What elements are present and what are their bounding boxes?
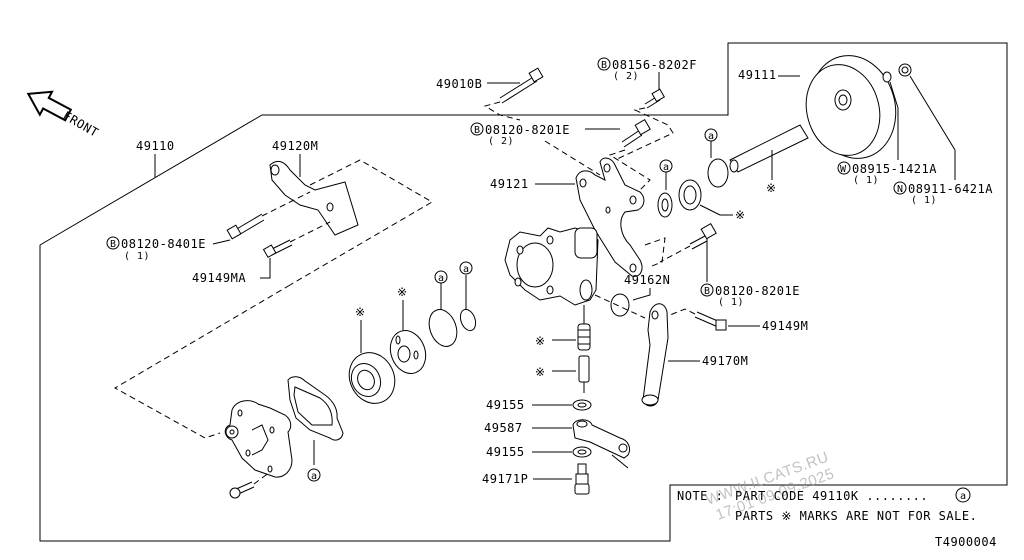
- washer-icon: [882, 71, 892, 83]
- part-label-08120-8401E[interactable]: 08120-8401E: [121, 237, 206, 251]
- not-for-sale-marker: ※: [535, 365, 546, 379]
- washer-49155: [572, 399, 592, 411]
- b-prefix-icon: [700, 283, 714, 297]
- part-label-49110[interactable]: 49110: [136, 139, 175, 153]
- seal-kit-item: a: [657, 159, 673, 218]
- part-label-08911-6421A[interactable]: 08911-6421A: [908, 182, 993, 196]
- pipe-49170M: [641, 303, 669, 407]
- part-label-49162N[interactable]: 49162N: [624, 273, 670, 287]
- bolt-49010B-icon: [499, 67, 544, 104]
- bearing: ※: [678, 179, 746, 222]
- o-ring-49162N: [610, 293, 630, 317]
- front-arrow-icon: [26, 90, 73, 122]
- part-label-49149MA[interactable]: 49149MA: [192, 271, 246, 285]
- svg-text:B: B: [474, 125, 481, 136]
- kit-marker-icon: [955, 487, 971, 503]
- note-line-2: PARTS ※ MARKS ARE NOT FOR SALE.: [735, 509, 977, 523]
- bolt-08120-8401E-icon: [226, 213, 265, 240]
- svg-text:B: B: [704, 286, 711, 297]
- not-for-sale-marker: ※: [355, 305, 366, 319]
- svg-text:a: a: [463, 264, 470, 275]
- part-label-49111[interactable]: 49111: [738, 68, 777, 82]
- qty-label: ( 1): [718, 297, 744, 308]
- banjo-fitting-49587: [572, 419, 631, 469]
- rear-cover: [224, 400, 293, 478]
- spring: [577, 305, 591, 351]
- part-label-08120-8201E-lower[interactable]: 08120-8201E: [715, 284, 800, 298]
- part-label-49010B[interactable]: 49010B: [436, 77, 482, 91]
- shaft: ※: [729, 124, 809, 195]
- nut-icon: [898, 63, 912, 77]
- connector-49171P: [574, 463, 590, 495]
- qty-label: ( 1): [124, 251, 150, 262]
- part-label-49120M[interactable]: 49120M: [272, 139, 318, 153]
- part-label-08156-8202F[interactable]: 08156-8202F: [612, 58, 697, 72]
- washer-49155: [572, 446, 592, 458]
- qty-label: ( 2): [488, 136, 514, 147]
- bracket-49120M: [269, 160, 359, 236]
- pulley-49111: [805, 55, 897, 159]
- dashed-group-outline: [113, 284, 291, 439]
- b-prefix-icon: [470, 122, 484, 136]
- b-prefix-icon: [597, 57, 611, 71]
- o-ring-kit-item-large: a: [428, 270, 458, 347]
- bolt-08120-8201E-icon: [621, 118, 651, 148]
- svg-text:N: N: [897, 184, 904, 195]
- bolt-49149M-icon: [694, 311, 727, 331]
- bolt-08120-8201E-lower-icon: [689, 222, 717, 250]
- circlip-kit-item: a: [704, 128, 729, 188]
- svg-text:a: a: [311, 471, 318, 482]
- bolt-rear-cover-icon: [229, 481, 255, 499]
- not-for-sale-marker: ※: [397, 285, 408, 299]
- part-label-49155-upper[interactable]: 49155: [486, 398, 525, 412]
- part-label-08915-1421A[interactable]: 08915-1421A: [852, 162, 937, 176]
- part-label-49155-lower[interactable]: 49155: [486, 445, 525, 459]
- svg-text:B: B: [601, 60, 608, 71]
- svg-text:a: a: [438, 273, 445, 284]
- bolt-49149MA-icon: [262, 239, 293, 259]
- cam-ring: ※: [348, 305, 396, 404]
- not-for-sale-marker: ※: [735, 208, 746, 222]
- pump-body: [504, 227, 599, 306]
- part-label-49121[interactable]: 49121: [490, 177, 529, 191]
- gasket-kit-item: a: [287, 376, 344, 482]
- qty-label: ( 1): [911, 195, 937, 206]
- svg-text:W: W: [840, 164, 847, 175]
- dashed-group-outline: [289, 159, 433, 286]
- qty-label: ( 1): [853, 175, 879, 186]
- part-label-49171P[interactable]: 49171P: [482, 472, 528, 486]
- not-for-sale-marker: ※: [535, 334, 546, 348]
- part-label-49170M[interactable]: 49170M: [702, 354, 748, 368]
- part-label-49587[interactable]: 49587: [484, 421, 523, 435]
- pressure-plate: ※: [389, 285, 427, 374]
- diagram-code: T4900004: [935, 535, 997, 549]
- note-prefix: NOTE :: [677, 489, 723, 503]
- o-ring-kit-item-small: a: [459, 261, 477, 332]
- b-prefix-icon: [106, 236, 120, 250]
- qty-label: ( 2): [613, 71, 639, 82]
- flow-control-valve: [578, 355, 590, 393]
- part-label-08120-8201E-top[interactable]: 08120-8201E: [485, 123, 570, 137]
- n-prefix-icon: [893, 181, 907, 195]
- w-prefix-icon: [837, 161, 851, 175]
- assembly-boundary: [39, 42, 1008, 542]
- svg-text:a: a: [708, 131, 715, 142]
- not-for-sale-marker: ※: [766, 181, 777, 195]
- svg-text:a: a: [663, 162, 670, 173]
- note-line-1: PART CODE 49110K ........: [735, 489, 928, 503]
- bolt-08156-8202F-icon: [644, 88, 666, 109]
- part-label-49149M[interactable]: 49149M: [762, 319, 808, 333]
- svg-text:B: B: [110, 239, 117, 250]
- kit-marker-label: a: [960, 491, 967, 502]
- bracket-49121: [575, 157, 645, 277]
- front-label: FRONT: [61, 108, 101, 139]
